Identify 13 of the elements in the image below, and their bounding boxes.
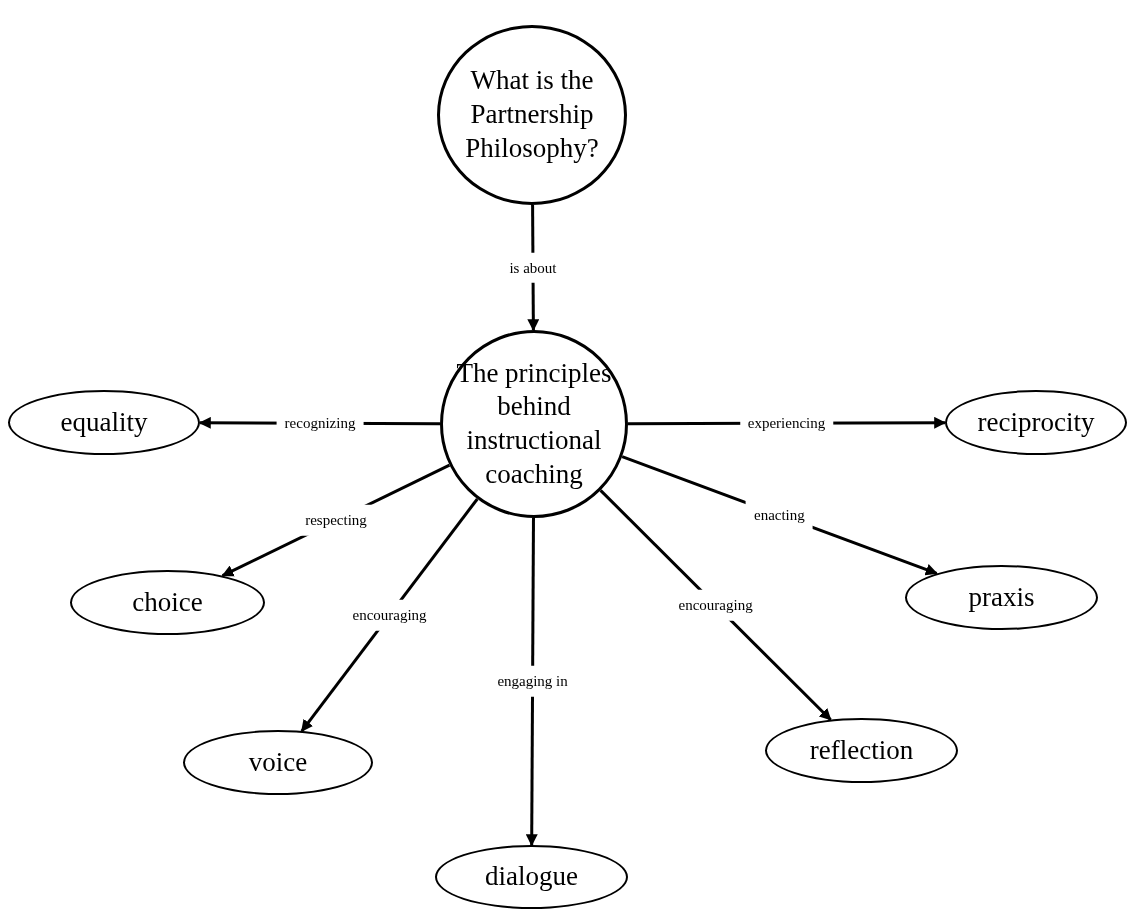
concept-ellipse: The principles behind instructional coaching xyxy=(440,330,628,518)
concept-ellipse: equality xyxy=(8,390,200,455)
arrow xyxy=(525,518,538,847)
concept-ellipse: praxis xyxy=(905,565,1098,630)
edge-label: enacting xyxy=(745,499,813,531)
concept-ellipse: What is the Partnership Philosophy? xyxy=(437,25,627,205)
arrow xyxy=(599,489,832,721)
arrow xyxy=(300,498,479,732)
concept-ellipse: voice xyxy=(183,730,373,795)
concept-ellipse: choice xyxy=(70,570,265,635)
concept-ellipse: dialogue xyxy=(435,845,628,909)
concept-ellipse: reciprocity xyxy=(945,390,1127,455)
concept-ellipse: reflection xyxy=(765,718,958,783)
